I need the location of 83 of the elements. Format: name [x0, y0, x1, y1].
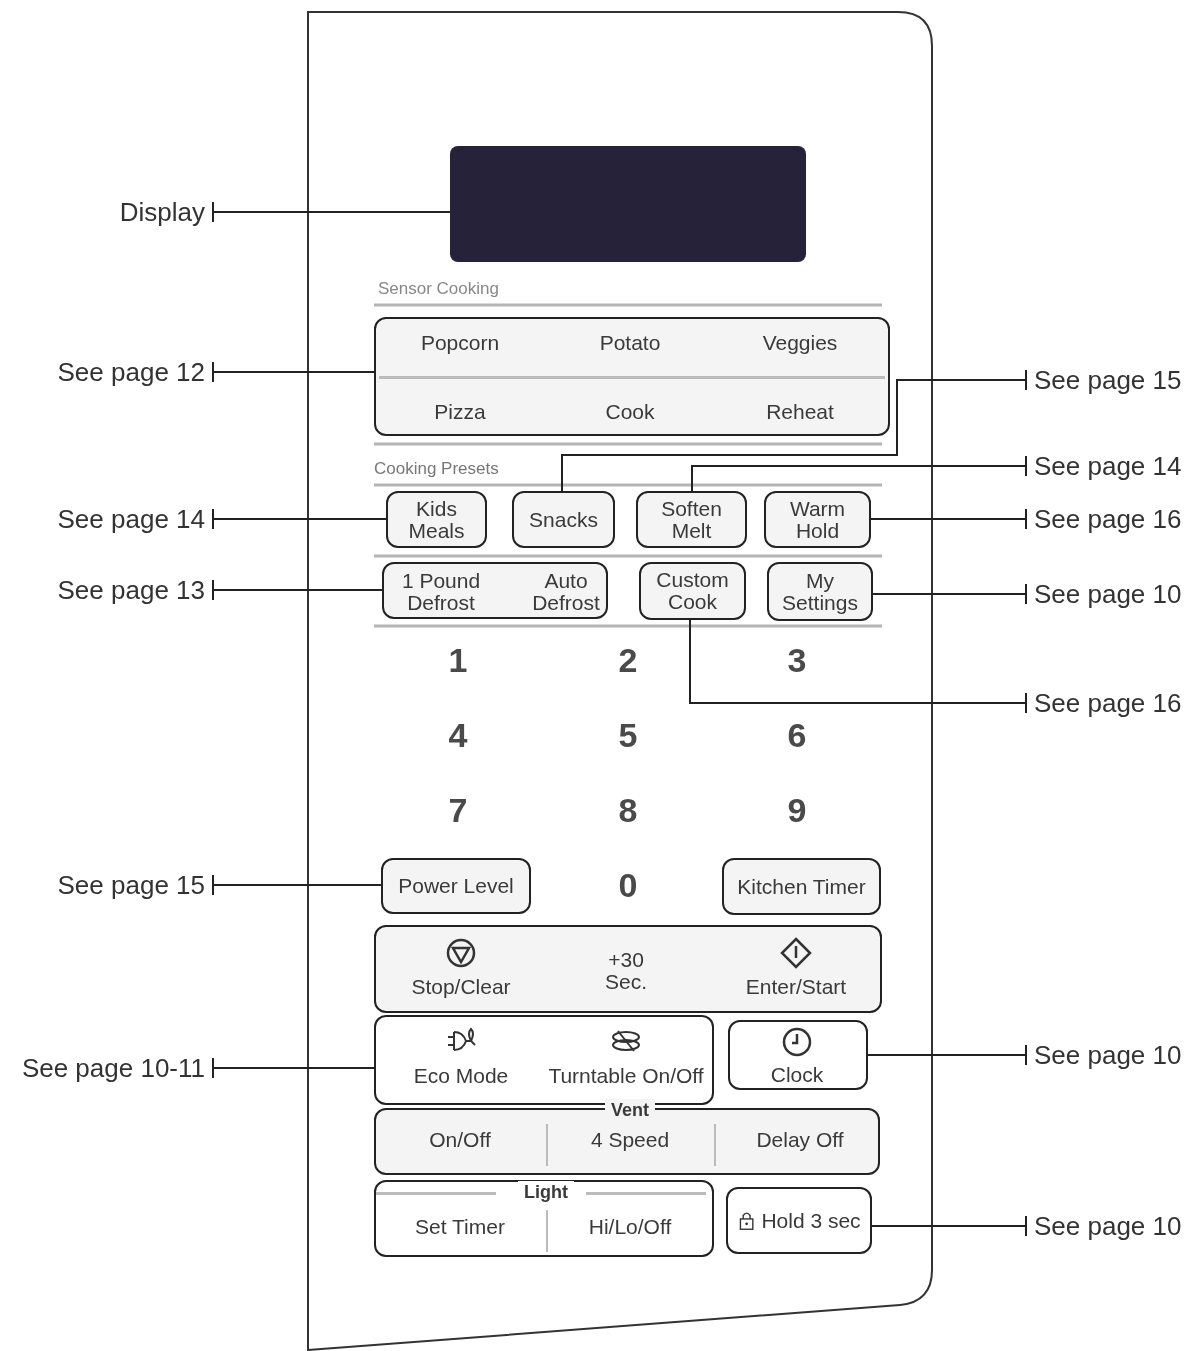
callout-text: See page 10	[1034, 579, 1182, 609]
leader-line	[872, 583, 1027, 605]
digit-key-label: 0	[618, 865, 638, 905]
key-panel	[374, 925, 882, 1013]
digit-key-label: 8	[618, 790, 638, 830]
button-label: Hold 3 sec	[761, 1209, 861, 1232]
key-button	[639, 562, 746, 620]
leader-line	[212, 579, 383, 601]
key-label: 1 Pound Defrost	[400, 570, 482, 614]
key-button	[512, 491, 615, 548]
key-label: 4 Speed	[590, 1129, 670, 1151]
callout-text: See page 10-11	[21, 1053, 205, 1083]
button-label: Warm Hold	[788, 497, 847, 542]
callout-text: See page 16	[1034, 688, 1182, 718]
key-label: Set Timer	[415, 1216, 505, 1238]
leader-line	[689, 619, 1027, 714]
display-screen	[450, 146, 806, 262]
key-label: Popcorn	[420, 332, 500, 354]
digit-key-label: 1	[448, 640, 468, 680]
key-label: Pizza	[434, 401, 486, 423]
key-button	[381, 858, 531, 914]
digit-key-label: 6	[787, 715, 807, 755]
key-label: Turntable On/Off	[548, 1065, 704, 1087]
key-button	[386, 491, 487, 548]
key-label: Potato	[599, 332, 661, 354]
key-button	[636, 491, 747, 548]
key-label: Veggies	[762, 332, 838, 354]
key-button	[764, 491, 871, 548]
button-label: My Settings	[781, 569, 859, 614]
callout-text: See page 12	[57, 357, 205, 387]
key-button	[726, 1187, 872, 1254]
button-label: Power Level	[398, 875, 514, 897]
key-label: Reheat	[766, 401, 834, 423]
digit-key-label: 5	[618, 715, 638, 755]
button-label: Snacks	[529, 508, 598, 531]
leader-line	[212, 508, 387, 530]
digit-key-label: 4	[448, 715, 468, 755]
digit-key-label: 7	[448, 790, 468, 830]
leader-line	[212, 361, 375, 383]
callout-text: See page 16	[1034, 504, 1182, 534]
leader-line	[212, 874, 382, 896]
digit-key-label: 2	[618, 640, 638, 680]
callout-text: See page 13	[57, 575, 205, 605]
callout-text: See page 15	[1034, 365, 1182, 395]
section-heading: Light	[518, 1181, 574, 1203]
key-label: Eco Mode	[413, 1065, 509, 1087]
key-button	[722, 858, 881, 915]
leader-line	[212, 201, 451, 223]
key-label: On/Off	[429, 1129, 491, 1151]
button-label: Custom Cook	[655, 569, 730, 613]
leader-line	[870, 508, 1027, 530]
key-label: Delay Off	[756, 1129, 844, 1151]
digit-key-label: 3	[787, 640, 807, 680]
key-panel	[382, 562, 608, 619]
callout-text: See page 10	[1034, 1040, 1182, 1070]
key-label: Clock	[770, 1064, 824, 1086]
button-label: Kids Meals	[407, 497, 466, 542]
key-label: Enter/Start	[745, 976, 847, 998]
section-label: Cooking Presets	[374, 459, 499, 479]
key-button	[728, 1020, 868, 1090]
key-panel	[374, 1015, 714, 1105]
digit-key-label: 9	[787, 790, 807, 830]
leader-line	[691, 455, 1027, 492]
key-label: +30 Sec.	[604, 949, 648, 993]
callout-text: See page 10	[1034, 1211, 1182, 1241]
key-label: Hi/Lo/Off	[588, 1216, 672, 1238]
callout-text: See page 15	[57, 870, 205, 900]
callout-text: See page 14	[1034, 451, 1182, 481]
key-panel	[374, 317, 890, 436]
key-panel	[374, 1180, 714, 1257]
key-label: Stop/Clear	[411, 976, 511, 998]
leader-line	[212, 1057, 375, 1079]
callout-text: Display	[119, 197, 205, 227]
key-label: Auto Defrost	[531, 570, 601, 614]
section-label: Sensor Cooking	[378, 279, 499, 299]
leader-line	[867, 1044, 1027, 1066]
callout-text: See page 14	[57, 504, 205, 534]
leader-line	[871, 1215, 1027, 1237]
leader-line	[561, 369, 1027, 492]
button-label: Kitchen Timer	[737, 875, 866, 898]
key-button	[767, 562, 873, 621]
button-label: Soften Melt	[660, 497, 723, 542]
key-label: Cook	[605, 401, 655, 423]
